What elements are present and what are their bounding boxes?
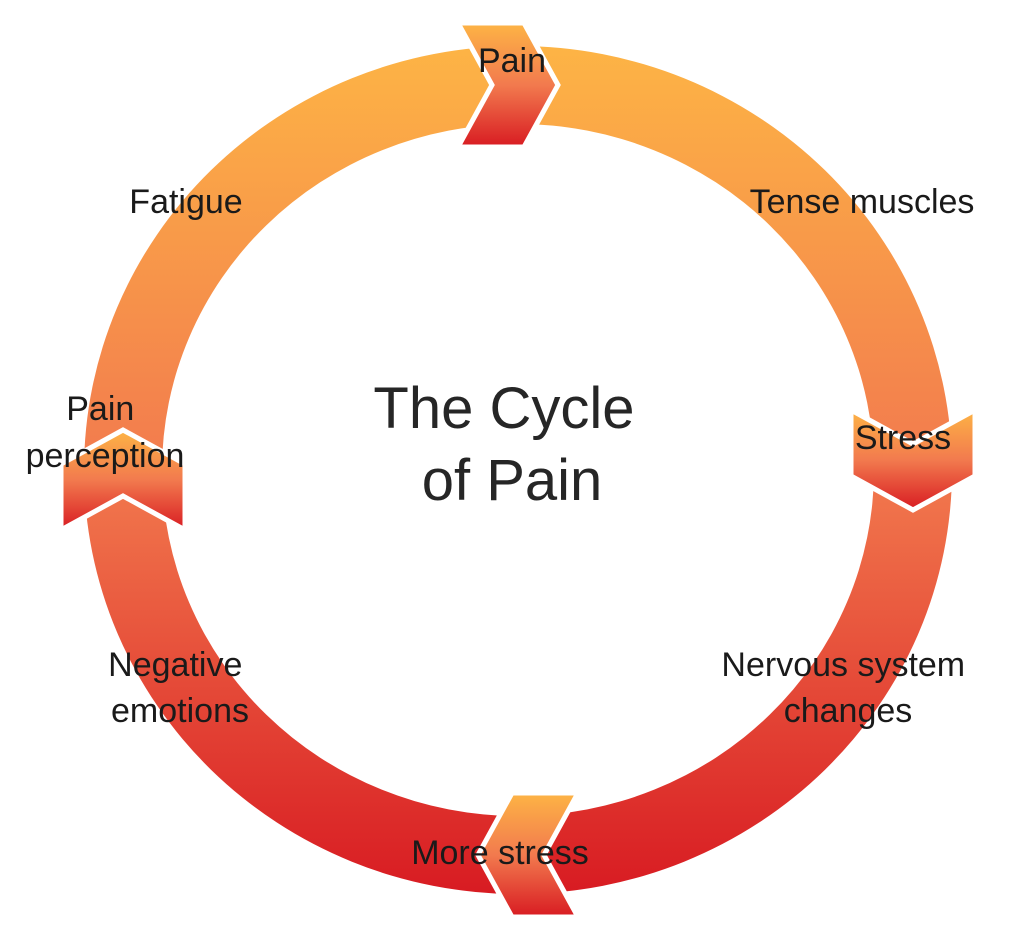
- nervous-line-1: Nervous system: [721, 646, 965, 684]
- stage-pain: Pain: [478, 42, 546, 80]
- perception-line-2: perception: [26, 437, 185, 475]
- stage-fatigue: Fatigue: [129, 183, 242, 221]
- stage-pain-perception: Pain perception: [26, 390, 185, 475]
- stage-tense-muscles: Tense muscles: [750, 183, 975, 221]
- stage-negative-emotions: Negative emotions: [108, 646, 252, 730]
- stage-nervous-system-changes: Nervous system changes: [721, 646, 974, 730]
- chevron-arrow-icon: [848, 405, 978, 513]
- chevron-arrow-icon: [453, 20, 561, 150]
- negative-line-1: Negative: [108, 646, 242, 684]
- nervous-line-2: changes: [784, 692, 913, 730]
- title-line-1: The Cycle: [373, 376, 634, 441]
- chevron-arrow-icon: [58, 427, 188, 535]
- stage-more-stress: More stress: [411, 834, 589, 872]
- chevron-arrow-icon: [475, 790, 583, 920]
- stage-stress: Stress: [855, 419, 951, 457]
- perception-line-1: Pain: [66, 390, 134, 428]
- diagram-title: The Cycle of Pain: [373, 376, 650, 513]
- title-line-2: of Pain: [422, 448, 603, 513]
- negative-line-2: emotions: [111, 692, 249, 730]
